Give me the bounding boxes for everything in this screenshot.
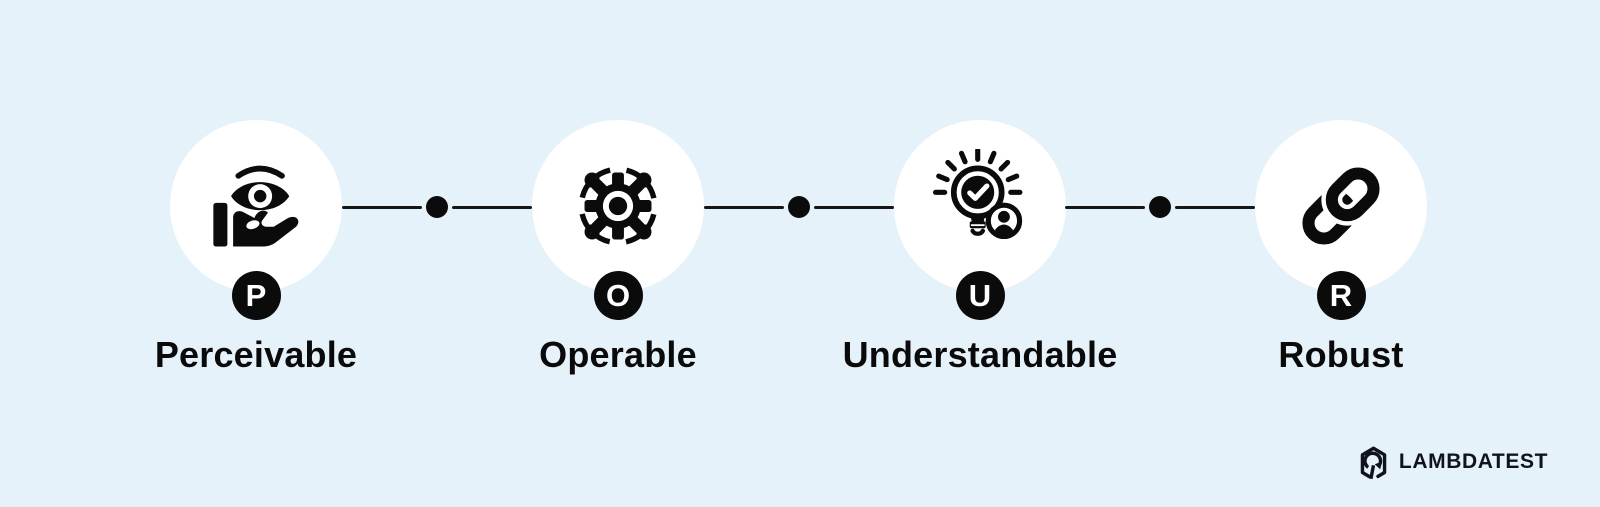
connector-line (452, 206, 532, 209)
robust-label: Robust (1278, 334, 1404, 375)
brand-name: LAMBDATEST (1398, 450, 1548, 473)
lightbulb-check-person-icon (932, 149, 1023, 240)
pour-item-perceivable: P Perceivable (106, 120, 406, 376)
robust-letter-badge: R (1316, 271, 1366, 320)
understandable-circle (894, 120, 1066, 292)
perceivable-circle (170, 120, 342, 292)
badge-letter: U (968, 277, 992, 313)
operable-label: Operable (539, 334, 697, 375)
pour-item-robust: R Robust (1191, 120, 1491, 376)
badge-letter: O (605, 277, 631, 313)
operable-circle (532, 120, 704, 292)
perceivable-letter-badge: P (231, 271, 281, 320)
badge-letter: P (245, 277, 267, 313)
chain-link-icon (1302, 163, 1384, 245)
connector-line (1175, 206, 1255, 209)
lambdatest-logo: LAMBDATEST (1357, 444, 1548, 480)
robust-circle (1255, 120, 1427, 292)
perceivable-label: Perceivable (154, 334, 358, 375)
lambdatest-hexagon-arrow-icon (1360, 446, 1387, 480)
operable-letter-badge: O (593, 271, 643, 320)
understandable-letter-badge: U (955, 271, 1005, 320)
pour-item-operable: O Operable (468, 120, 768, 376)
connector-dot (788, 196, 810, 218)
connector-line (704, 206, 784, 209)
badge-letter: R (1329, 277, 1353, 313)
connector-dot (426, 196, 448, 218)
connector-line (814, 206, 894, 209)
pour-item-understandable: U Understandable (830, 120, 1130, 376)
connector-dot (1149, 196, 1171, 218)
gear-icon (578, 166, 658, 246)
eye-in-hand-icon (213, 165, 299, 247)
understandable-label: Understandable (842, 334, 1118, 375)
connector-line (1065, 206, 1145, 209)
connector-line (342, 206, 422, 209)
